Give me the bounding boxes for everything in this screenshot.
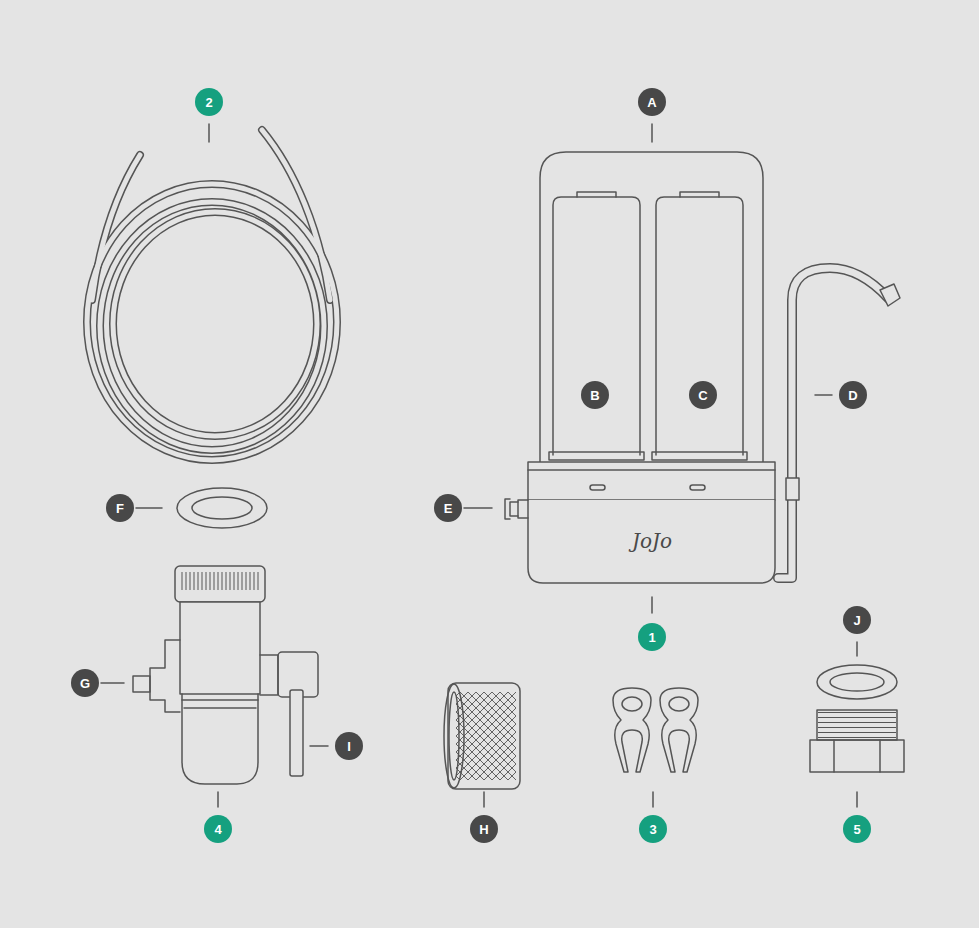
callout-number: H xyxy=(470,815,498,843)
callout-number: J xyxy=(843,606,871,634)
callout-number: D xyxy=(839,381,867,409)
callout-text: F xyxy=(116,502,124,515)
callout-number: 2 xyxy=(195,88,223,116)
callout-text: C xyxy=(698,389,707,402)
callout-text: H xyxy=(479,823,488,836)
diverter-valve xyxy=(133,566,318,784)
callout-number: I xyxy=(335,732,363,760)
callout-number: A xyxy=(638,88,666,116)
callout-text: 5 xyxy=(853,823,860,836)
adapter xyxy=(810,665,904,772)
clips xyxy=(613,688,698,772)
hose xyxy=(87,130,337,460)
callout-text: G xyxy=(80,677,90,690)
callout-text: D xyxy=(848,389,857,402)
callout-text: I xyxy=(347,740,351,753)
callout-text: B xyxy=(590,389,599,402)
callout-number: 1 xyxy=(638,623,666,651)
callout-text: J xyxy=(853,614,860,627)
spout xyxy=(778,268,900,578)
callout-number: B xyxy=(581,381,609,409)
leader-lines xyxy=(101,124,857,807)
knurled-nut xyxy=(444,683,520,789)
callout-text: 2 xyxy=(205,96,212,109)
callout-number: F xyxy=(106,494,134,522)
callout-number: 5 xyxy=(843,815,871,843)
callout-number: E xyxy=(434,494,462,522)
callout-text: E xyxy=(444,502,453,515)
washer xyxy=(177,488,267,528)
filter-unit xyxy=(505,152,775,583)
callout-text: 3 xyxy=(649,823,656,836)
callout-text: 4 xyxy=(214,823,221,836)
callout-number: 3 xyxy=(639,815,667,843)
callout-number: 4 xyxy=(204,815,232,843)
callout-number: G xyxy=(71,669,99,697)
brand-logo: JoJo xyxy=(632,529,672,553)
callout-text: 1 xyxy=(648,631,655,644)
callout-text: A xyxy=(647,96,656,109)
callout-number: C xyxy=(689,381,717,409)
